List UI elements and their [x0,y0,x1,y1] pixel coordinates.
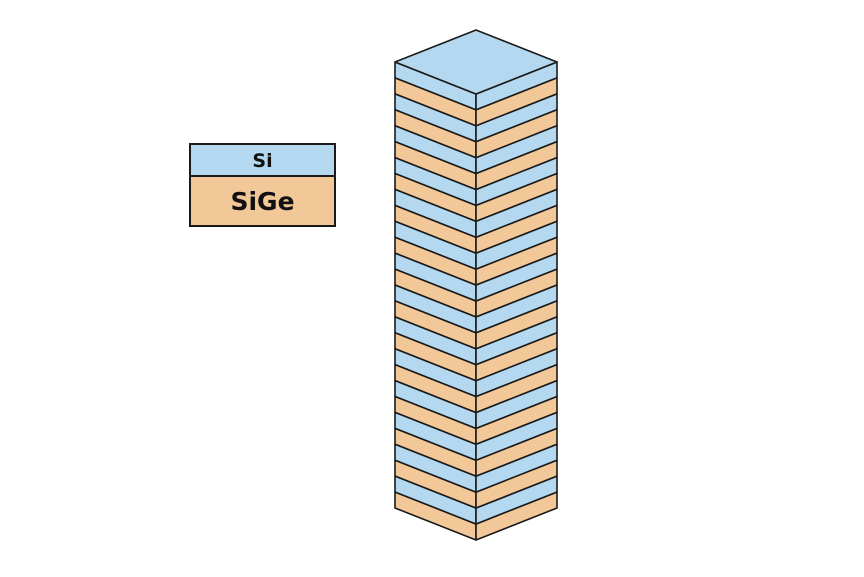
legend-sige-label: SiGe [230,187,294,216]
legend-si-label: Si [252,150,272,172]
layer-sige-right-face [475,491,558,541]
legend-sige-swatch [189,175,336,227]
stack-top-face [394,29,558,95]
legend-si-swatch [189,143,336,177]
material-legend: Si SiGe [189,143,336,227]
layer-stack [394,29,558,541]
